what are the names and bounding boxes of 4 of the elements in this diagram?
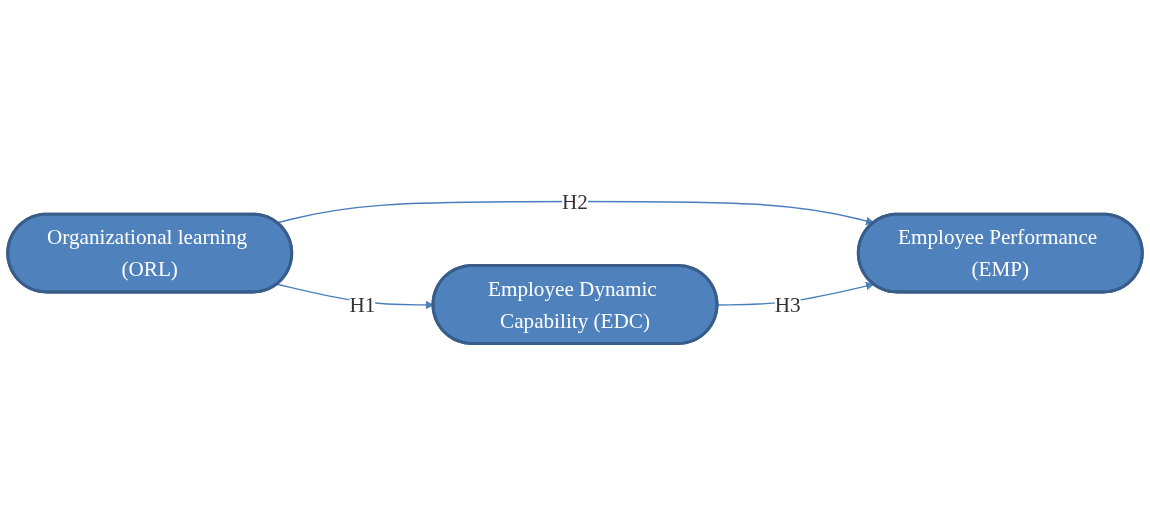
edge-label: H3 (774, 292, 801, 317)
arrow (276, 201, 875, 226)
edge-label: H1 (349, 292, 376, 317)
edge-label: H2 (562, 189, 588, 215)
